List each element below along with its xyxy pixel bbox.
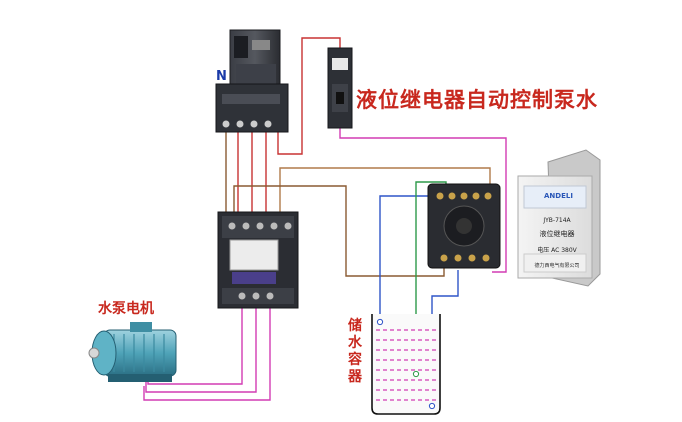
relay-brand: ANDELI xyxy=(544,192,573,200)
terminal-screw-icon xyxy=(256,222,264,230)
terminal-screw-icon xyxy=(250,120,258,128)
wires xyxy=(143,37,507,404)
terminal-screw-icon xyxy=(484,192,492,200)
shaft-icon xyxy=(88,347,100,359)
liquid-level-lines xyxy=(376,329,436,401)
terminal-screw-icon xyxy=(440,254,448,262)
diagram-title: 液位继电器自动控制泵水 xyxy=(356,88,598,112)
tank-label: 储水容器 xyxy=(348,318,362,385)
terminal-screw-icon xyxy=(266,292,274,300)
liquid-level-relay xyxy=(517,149,601,287)
terminal-screw-icon xyxy=(238,292,246,300)
terminal-screw-icon xyxy=(264,120,272,128)
terminal-screw-icon xyxy=(270,222,278,230)
contactor xyxy=(217,211,299,309)
wire-brown-contactor-relay xyxy=(233,185,445,277)
terminal-screw-icon xyxy=(468,254,476,262)
wire-magenta-fuse-relay xyxy=(339,124,507,273)
terminal-screw-icon xyxy=(460,192,468,200)
neutral-label: N xyxy=(216,69,227,84)
terminal-screw-icon xyxy=(242,222,250,230)
relay-maker: 德力西电气有限公司 xyxy=(534,263,580,269)
terminal-screw-icon xyxy=(228,222,236,230)
terminal-screw-icon xyxy=(252,292,260,300)
relay-voltage: 电压 AC 380V xyxy=(537,247,577,254)
terminal-screw-icon xyxy=(472,192,480,200)
relay-model: JYB-714A xyxy=(543,217,571,224)
terminal-screw-icon xyxy=(284,222,292,230)
circuit-breaker xyxy=(215,29,289,133)
terminal-screw-icon xyxy=(454,254,462,262)
wire-magenta-contactor-motor-2 xyxy=(145,302,257,393)
terminal-screw-icon xyxy=(448,192,456,200)
wire-red-breaker-fuse xyxy=(277,37,341,155)
pump-motor xyxy=(88,322,177,382)
motor-label: 水泵电机 xyxy=(98,301,154,317)
relay-socket xyxy=(427,183,501,269)
terminal-screw-icon xyxy=(222,120,230,128)
wire-blue-relay-probe xyxy=(379,195,436,320)
terminal-screw-icon xyxy=(482,254,490,262)
probe-common-icon xyxy=(428,402,436,410)
water-tank xyxy=(371,314,441,415)
wire-magenta-contactor-motor-3 xyxy=(143,302,271,401)
fuse-holder xyxy=(327,47,353,129)
terminal-screw-icon xyxy=(436,192,444,200)
probe-low-icon xyxy=(412,370,420,378)
relay-name: 液位继电器 xyxy=(539,230,575,238)
probe-high-icon xyxy=(376,318,384,326)
terminal-screw-icon xyxy=(236,120,244,128)
